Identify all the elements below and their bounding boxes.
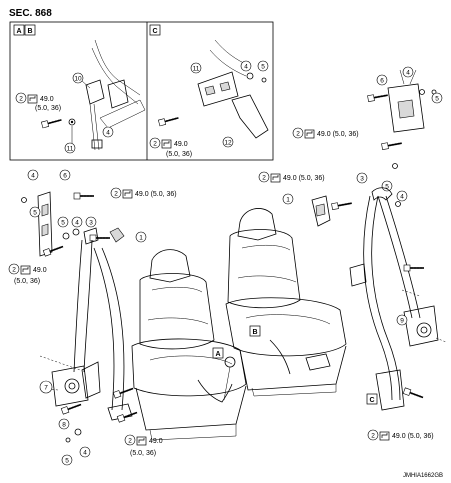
left-belt-assembly <box>21 191 133 443</box>
callout-7-left: 7 <box>44 384 48 391</box>
callout-2-ab: 2 <box>19 95 23 102</box>
right-upper-callouts: 6 4 5 2 49.0 (5.0, 36) <box>292 66 443 139</box>
callout-2-seat: 2 <box>128 437 132 444</box>
callout-5-left-lower: 5 <box>61 219 65 226</box>
torque-value-c: 49.0 <box>174 141 188 148</box>
callout-5-left: 5 <box>33 209 37 216</box>
torque-value-ab: 49.0 <box>40 96 54 103</box>
callout-4-right: 4 <box>406 69 410 76</box>
torque-full-right-bottom: 49.0 (5.0, 36) <box>392 433 434 440</box>
seat-bolt-torque: 2 49.0 (5.0, 36) <box>112 384 163 457</box>
callout-9-right: 9 <box>400 317 404 324</box>
callout-6-right: 6 <box>380 77 384 84</box>
callout-5-c: 5 <box>261 63 265 70</box>
center-anchor-group: 2 49.0 (5.0, 36) 3 5 4 1 <box>258 171 408 227</box>
front-seat-right <box>225 208 347 397</box>
front-seat-left <box>131 249 247 441</box>
callout-12-c: 12 <box>224 139 232 146</box>
right-belt-assembly: 9 <box>349 195 447 411</box>
right-upper-anchor <box>366 69 437 169</box>
callout-2-left-top: 2 <box>114 190 118 197</box>
inset-ab-label: A B <box>13 24 36 36</box>
document-code: JMHIA1662GB <box>402 473 443 479</box>
torque-detail-c: (5.0, 36) <box>166 151 192 158</box>
right-bottom-torque: 2 49.0 (5.0, 36) <box>367 429 434 441</box>
torque-value-seat: 49.0 <box>149 438 163 445</box>
callout-11-ab: 11 <box>67 145 74 152</box>
torque-full-left-top: 49.0 (5.0, 36) <box>135 191 177 198</box>
callout-5-right: 5 <box>435 95 439 102</box>
callout-4-ab: 4 <box>106 129 110 136</box>
callout-3-center: 3 <box>360 175 364 182</box>
callout-4-left-top: 4 <box>31 172 35 179</box>
callout-4-left-lower: 4 <box>75 219 79 226</box>
view-marker-a: A <box>212 347 224 359</box>
callout-2-left-mid: 2 <box>12 266 16 273</box>
callout-2-center: 2 <box>262 174 266 181</box>
torque-detail-ab: (5.0, 36) <box>35 105 61 112</box>
callout-5-center: 5 <box>385 183 389 190</box>
torque-full-right: 49.0 (5.0, 36) <box>317 131 359 138</box>
view-marker-b-label: B <box>252 329 257 336</box>
callout-10-ab: 10 <box>74 75 82 82</box>
callout-2-right: 2 <box>296 130 300 137</box>
torque-full-center: 49.0 (5.0, 36) <box>283 175 325 182</box>
inset-label-c: C <box>152 28 157 35</box>
view-marker-a-label: A <box>215 351 220 358</box>
callout-4-center: 4 <box>400 193 404 200</box>
inset-c-callouts: 11 4 5 12 2 49.0 (5.0, 36) <box>149 60 269 158</box>
inset-label-b: B <box>27 28 32 35</box>
view-marker-c: C <box>366 393 378 405</box>
callout-2-c: 2 <box>153 140 157 147</box>
inset-ab-callouts: 10 11 4 2 49.0 (5.0, 36) <box>15 72 114 154</box>
callout-6-left: 6 <box>63 172 67 179</box>
torque-detail-seat: (5.0, 36) <box>130 450 156 457</box>
callout-1-left: 1 <box>139 234 143 241</box>
view-marker-c-label: C <box>369 397 374 404</box>
inset-c-label: C <box>149 24 161 36</box>
callout-11-c: 11 <box>193 65 200 72</box>
callout-1-center: 1 <box>286 196 290 203</box>
left-belt-callouts: 4 6 5 5 4 3 1 2 49.0 (5.0, 36) 2 49.0 (5… <box>8 169 177 466</box>
section-title: SEC. 868 <box>9 8 52 19</box>
inset-ab-drawing <box>40 39 146 151</box>
callout-2-right-bottom: 2 <box>371 432 375 439</box>
torque-detail-left-mid: (5.0, 36) <box>14 278 40 285</box>
callout-8-left: 8 <box>62 421 66 428</box>
callout-5-left-bottom: 5 <box>65 457 69 464</box>
inset-label-a: A <box>16 28 21 35</box>
torque-value-left-mid: 49.0 <box>33 267 47 274</box>
callout-4-left-bottom: 4 <box>83 449 87 456</box>
inset-frame <box>9 21 274 161</box>
inset-c-drawing <box>157 39 269 139</box>
callout-3-left: 3 <box>89 219 93 226</box>
view-marker-b: B <box>249 325 261 337</box>
callout-4-c: 4 <box>244 63 248 70</box>
